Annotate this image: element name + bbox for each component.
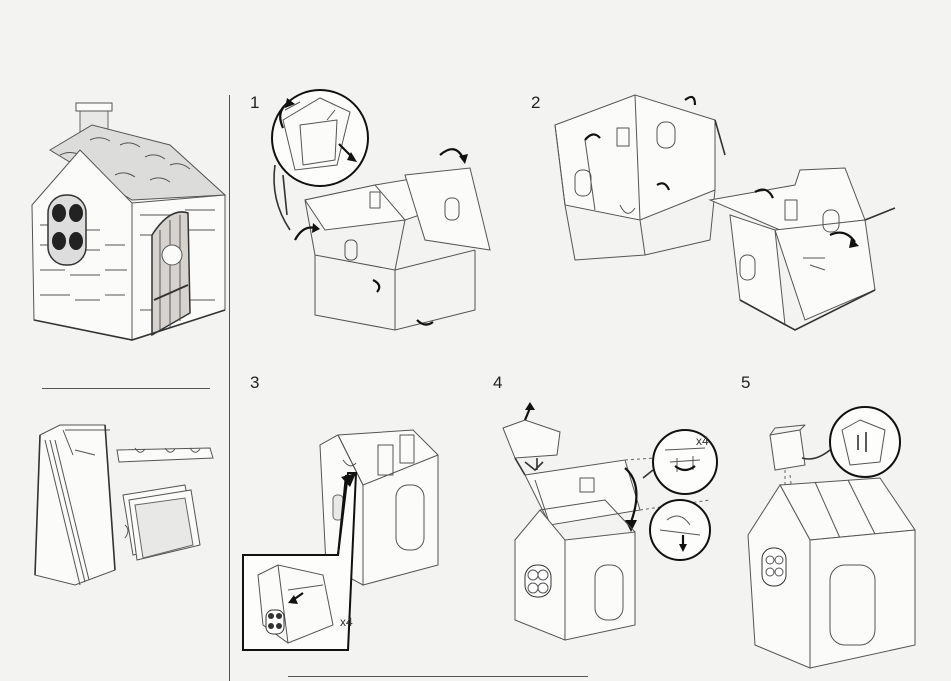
house-drawing: [31, 102, 227, 341]
finished-house-illustration: [20, 95, 230, 355]
step-4-drawing: [502, 402, 718, 641]
step-1-illustration: [265, 80, 505, 350]
step-2-illustration: [545, 80, 945, 355]
vertical-divider: [229, 95, 230, 681]
step-4-number: 4: [493, 373, 503, 392]
step-3-illustration: [238, 415, 478, 655]
step-5-number: 5: [741, 373, 751, 392]
bottom-rule: [288, 676, 588, 677]
parts-drawing: [34, 424, 214, 586]
magnifier-callout-icon: [829, 406, 901, 478]
packed-parts-illustration: [25, 410, 225, 595]
step-4-count: x4: [696, 434, 709, 448]
step-1-drawing: [271, 89, 491, 331]
left-horizontal-divider: [42, 388, 210, 389]
step-5-illustration: [740, 400, 945, 670]
step-2-drawing: [554, 94, 896, 331]
step-3-number: 3: [250, 373, 260, 392]
step-3-drawing: [242, 429, 439, 651]
step-2-number: 2: [531, 93, 541, 112]
step-1-number: 1: [250, 93, 260, 112]
step-4-illustration: [495, 400, 735, 662]
step-5-drawing: [747, 406, 916, 669]
step-3-count: x4: [340, 615, 353, 629]
